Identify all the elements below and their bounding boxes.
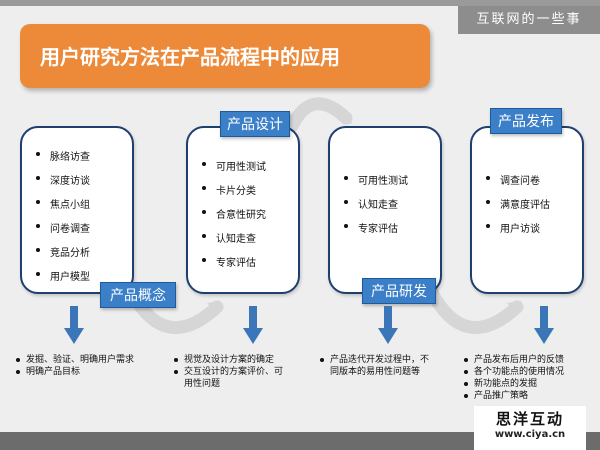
stage-label-development: 产品研发: [362, 278, 436, 304]
outcome-item-cont: 用性问题: [184, 379, 221, 389]
outcome-release: 产品发布后用户的反馈 各个功能点的使用情况 新功能点的发掘 产品推广策略: [464, 354, 564, 402]
outcome-item: 新功能点的发掘: [464, 378, 564, 390]
down-arrow-icon: [64, 306, 84, 344]
top-bar: [0, 0, 600, 6]
method-item: 焦点小组: [36, 196, 90, 211]
stage-box-concept: 脉络访查 深度访谈 焦点小组 问卷调查 竞品分析 用户模型: [20, 126, 134, 294]
outcome-concept: 发掘、验证、明确用户需求 明确产品目标: [16, 354, 134, 378]
outcome-development: 产品迭代开发过程中，不 同版本的易用性问题等: [320, 354, 429, 378]
down-arrow-icon: [243, 306, 263, 344]
logo-url: www.ciya.cn: [494, 429, 566, 440]
method-item: 可用性测试: [202, 158, 266, 173]
title-banner: 用户研究方法在产品流程中的应用: [20, 24, 430, 88]
down-arrow-icon: [378, 306, 398, 344]
connector-curve-3-4: [425, 285, 524, 335]
page-title: 用户研究方法在产品流程中的应用: [40, 45, 340, 69]
outcome-item-cont: 同版本的易用性问题等: [330, 367, 421, 377]
method-item: 可用性测试: [344, 172, 408, 187]
stage-box-release: 调查问卷 满意度评估 用户访谈: [470, 126, 584, 294]
stage-box-design: 可用性测试 卡片分类 合意性研究 认知走查 专家评估: [186, 126, 300, 294]
method-item: 认知走查: [344, 196, 398, 211]
method-item: 脉络访查: [36, 148, 90, 163]
bottom-bar: [0, 432, 600, 450]
down-arrow-icon: [534, 306, 554, 344]
stage-label-concept: 产品概念: [100, 282, 176, 308]
outcome-item: 各个功能点的使用情况: [464, 366, 564, 378]
method-item: 问卷调查: [36, 220, 90, 235]
method-item: 深度访谈: [36, 172, 90, 187]
method-item: 卡片分类: [202, 182, 256, 197]
outcome-item: 产品推广策略: [464, 390, 564, 402]
outcome-item: 产品迭代开发过程中，不: [320, 354, 429, 366]
method-item: 竞品分析: [36, 244, 90, 259]
outcome-design: 视觉及设计方案的确定 交互设计的方案评价、可 用性问题: [174, 354, 283, 390]
method-item: 认知走查: [202, 230, 256, 245]
method-item: 用户模型: [36, 268, 90, 283]
stage-label-release: 产品发布: [490, 108, 562, 134]
method-item: 用户访谈: [486, 220, 540, 235]
method-item: 专家评估: [344, 220, 398, 235]
logo-name: 思洋互动: [495, 410, 564, 428]
logo: 思洋互动 www.ciya.cn: [474, 406, 586, 450]
connector-curve-2-3: [286, 97, 353, 132]
outcome-item: 产品发布后用户的反馈: [464, 354, 564, 366]
outcome-item: 交互设计的方案评价、可: [174, 366, 283, 378]
method-item: 调查问卷: [486, 172, 540, 187]
method-item: 满意度评估: [486, 196, 550, 211]
stage-label-design: 产品设计: [220, 111, 290, 137]
outcome-item: 明确产品目标: [16, 366, 134, 378]
site-tag: 互联网的一些事: [458, 6, 600, 34]
outcome-item: 发掘、验证、明确用户需求: [16, 354, 134, 366]
outcome-item: 视觉及设计方案的确定: [174, 354, 283, 366]
method-item: 专家评估: [202, 254, 256, 269]
stage-box-development: 可用性测试 认知走查 专家评估: [328, 126, 442, 294]
method-item: 合意性研究: [202, 206, 266, 221]
